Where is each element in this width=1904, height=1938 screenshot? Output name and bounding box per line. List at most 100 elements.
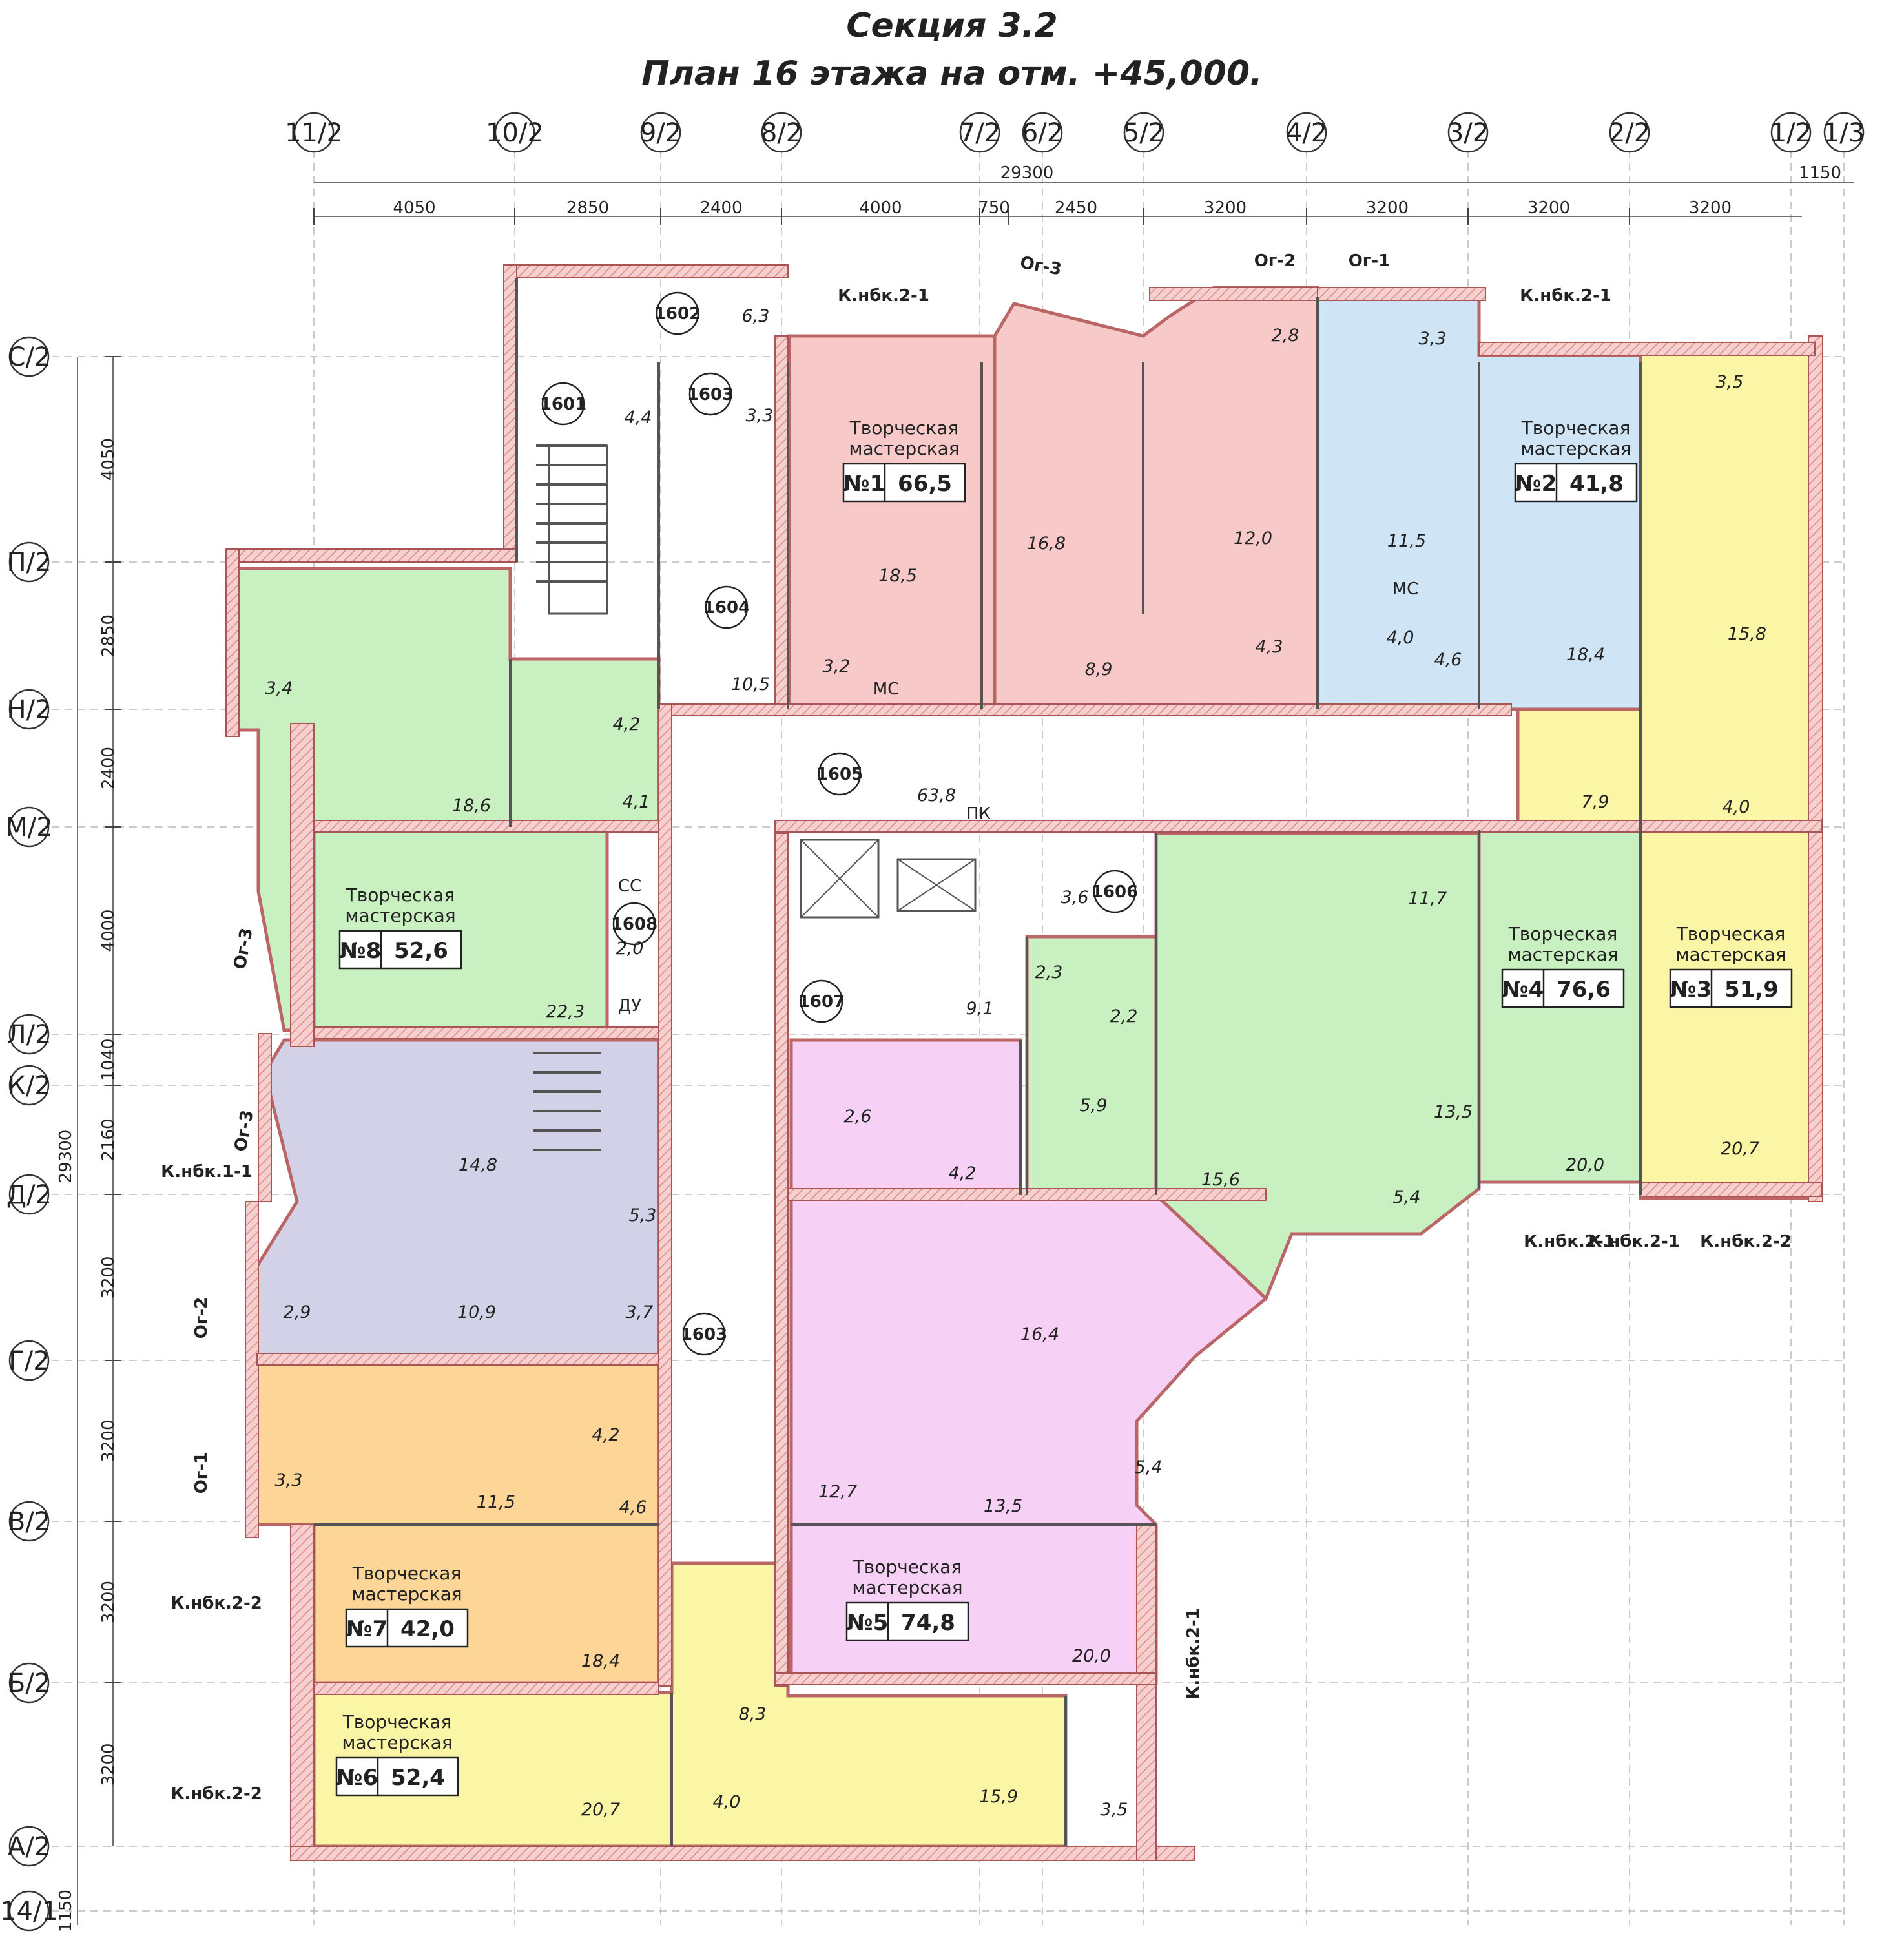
- unit-label-line1: Творческая: [853, 1556, 962, 1578]
- axis-label-left: Д/2: [6, 1180, 52, 1210]
- wall-segment: [225, 548, 517, 563]
- unit-label-line1: Творческая: [849, 417, 959, 439]
- room-area: 3,2: [823, 656, 851, 676]
- room-area: 4,2: [592, 1425, 620, 1445]
- room-id: 1605: [816, 765, 863, 784]
- unit-area: 52,4: [391, 1765, 445, 1791]
- dim-segment-left: 2400: [99, 747, 118, 789]
- dim-tail-left: 1150: [56, 1890, 76, 1932]
- wall-segment: [290, 723, 315, 1047]
- room-area: 4,6: [1434, 650, 1462, 670]
- wall-segment: [313, 1682, 659, 1695]
- unit-label-line2: мастерская: [1520, 438, 1631, 459]
- dim-overall-top: 29300: [1000, 163, 1054, 183]
- room-area: 4,0: [713, 1792, 741, 1812]
- room-id: 1606: [1092, 882, 1138, 902]
- room-area: 16,8: [1027, 534, 1066, 554]
- unit-box: [845, 1601, 969, 1641]
- wall-segment: [503, 264, 517, 563]
- callout-label: Ог-1: [192, 1452, 211, 1494]
- wall-segment: [1478, 342, 1816, 356]
- room-area: 3,5: [1101, 1800, 1128, 1820]
- axis-bubble-top: [959, 112, 1000, 153]
- unit-number: №5: [847, 1610, 889, 1636]
- axis-bubble-left: [8, 689, 50, 730]
- room-area: 4,4: [625, 408, 652, 428]
- axis-bubble-top: [1123, 112, 1164, 153]
- dim-segment-top: 2400: [699, 198, 742, 218]
- room-area: 13,5: [984, 1496, 1022, 1516]
- room-id: 1602: [654, 304, 701, 324]
- equipment-label: ДУ: [618, 996, 641, 1016]
- axis-label-left: П/2: [6, 548, 51, 578]
- elevator-cross: [897, 859, 976, 912]
- room-area: 4,3: [1256, 637, 1283, 657]
- room-area: 2,3: [1035, 963, 1063, 983]
- dim-segment-left: 1040: [99, 1038, 118, 1081]
- callout-label: Ог-3: [231, 1109, 258, 1153]
- unit-label-line1: Творческая: [1521, 417, 1631, 439]
- dim-segment-left: 3200: [99, 1256, 118, 1298]
- axis-bubble-left: [8, 1501, 50, 1542]
- room-id: 1601: [540, 395, 586, 414]
- plan-title-line2: План 16 этажа на отм. +45,000.: [641, 54, 1263, 93]
- dim-segment-top: 2450: [1055, 198, 1097, 218]
- axis-bubble-top: [1770, 112, 1812, 153]
- room-area: 7,9: [1582, 792, 1609, 812]
- axis-bubble-top: [640, 112, 681, 153]
- callout-label: Ог-2: [1254, 251, 1296, 271]
- unit-area: 51,9: [1724, 977, 1779, 1003]
- plan-title-line1: Секция 3.2: [846, 6, 1058, 45]
- axis-label-left: К/2: [7, 1071, 50, 1101]
- axis-label-top: 2/2: [1609, 118, 1650, 148]
- unit-number: №2: [1515, 471, 1557, 497]
- unit-label-line2: мастерская: [342, 1732, 452, 1753]
- room-area: 8,9: [1085, 660, 1113, 680]
- unit-box: [1514, 463, 1638, 503]
- axis-bubble-top: [1447, 112, 1489, 153]
- unit-label-line2: мастерская: [852, 1577, 962, 1598]
- callout-label: К.нбк.1-1: [161, 1162, 253, 1182]
- room-area: 2,9: [284, 1302, 311, 1322]
- room-area: 3,3: [1419, 329, 1447, 349]
- room-area: 2,6: [844, 1107, 872, 1127]
- room-area: 2,8: [1272, 326, 1299, 346]
- dim-segment-top: 3200: [1689, 198, 1732, 218]
- axis-bubble-left: [8, 806, 50, 848]
- room-area: 4,2: [949, 1163, 977, 1183]
- callout-label: К.нбк.2-2: [171, 1594, 262, 1613]
- callout-label: К.нбк.2-2: [171, 1784, 262, 1804]
- wall-segment: [1317, 287, 1486, 301]
- axis-bubble-left: [8, 1826, 50, 1867]
- room-area: 3,6: [1061, 888, 1089, 908]
- unit-box: [1501, 968, 1625, 1008]
- axis-label-left: Б/2: [8, 1669, 50, 1698]
- room-id-circle: [612, 902, 656, 946]
- room-id: 1604: [703, 598, 750, 618]
- dim-segment-top: 4000: [859, 198, 902, 218]
- wall-segment: [658, 703, 672, 1687]
- dim-segment-top: 3200: [1204, 198, 1247, 218]
- room-area: 20,0: [1566, 1155, 1604, 1175]
- room-area: 11,5: [1387, 531, 1426, 551]
- room-area: 3,3: [746, 406, 774, 426]
- unit-box: [1669, 968, 1793, 1008]
- room-area: 14,8: [459, 1155, 497, 1175]
- callout-label: Ог-3: [1019, 253, 1063, 280]
- dim-segment-top: 2850: [566, 198, 609, 218]
- zone-unit-3: [1639, 344, 1817, 1200]
- dim-overall-left: 29300: [56, 1130, 76, 1183]
- axis-label-left: С/2: [8, 342, 51, 372]
- axis-bubble-left: [8, 336, 50, 377]
- wall-segment: [1136, 1524, 1157, 1861]
- callout-label: Ог-2: [192, 1297, 211, 1339]
- unit-label-line1: Творческая: [352, 1563, 462, 1584]
- unit-label-line2: мастерская: [1507, 944, 1618, 965]
- axis-bubble-top: [1286, 112, 1327, 153]
- unit-box: [338, 930, 462, 970]
- wall-segment: [290, 1846, 1195, 1861]
- unit-label-line2: мастерская: [1675, 944, 1786, 965]
- dim-segment-top: 3200: [1527, 198, 1570, 218]
- unit-number: №6: [336, 1765, 378, 1791]
